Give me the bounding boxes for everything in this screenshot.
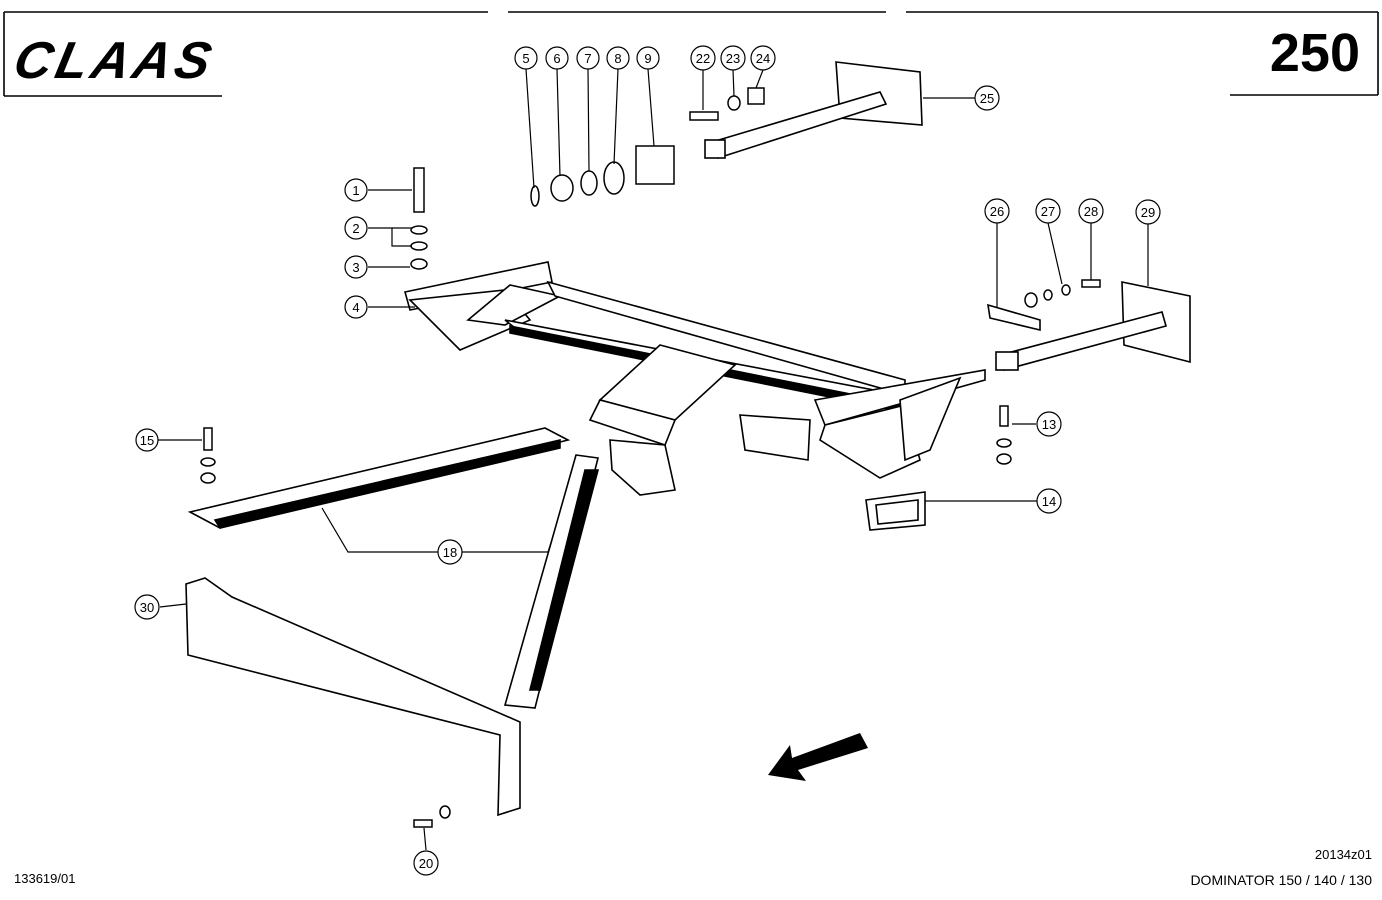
svg-text:25: 25 <box>980 91 994 106</box>
callout-30: 30 <box>134 594 160 620</box>
callout-4: 4 <box>344 295 368 319</box>
svg-text:20: 20 <box>419 856 433 871</box>
strut-18-left <box>187 427 571 529</box>
callout-5: 5 <box>514 46 538 70</box>
svg-text:30: 30 <box>140 600 154 615</box>
callout-24: 24 <box>750 45 776 71</box>
callout-8: 8 <box>606 46 630 70</box>
svg-text:22: 22 <box>696 51 710 66</box>
mounting-tube-25 <box>704 61 923 159</box>
hardware <box>200 87 1101 828</box>
callout-6: 6 <box>545 46 569 70</box>
clamp-bar-26 <box>987 303 1041 332</box>
callout-28: 28 <box>1078 198 1104 224</box>
callout-23: 23 <box>720 45 746 71</box>
claas-logo: CLAAS <box>9 32 220 90</box>
callout-7: 7 <box>576 46 600 70</box>
svg-text:24: 24 <box>756 51 770 66</box>
callout-2: 2 <box>344 216 368 240</box>
bracket-14 <box>865 491 926 531</box>
svg-text:9: 9 <box>644 51 651 66</box>
svg-text:5: 5 <box>522 51 529 66</box>
callout-18: 18 <box>437 539 463 565</box>
brand-wordmark: CLAAS <box>9 32 220 90</box>
svg-text:8: 8 <box>614 51 621 66</box>
callout-15: 15 <box>135 428 159 452</box>
svg-text:27: 27 <box>1041 204 1055 219</box>
svg-text:26: 26 <box>990 204 1004 219</box>
svg-text:18: 18 <box>443 545 457 560</box>
drawing-code: 133619/01 <box>14 871 76 886</box>
callout-27: 27 <box>1035 198 1061 224</box>
mounting-tube-29 <box>995 281 1191 371</box>
svg-text:13: 13 <box>1042 417 1056 432</box>
page-number: 250 <box>1269 23 1360 83</box>
angle-rail-30 <box>185 577 521 817</box>
callout-20: 20 <box>413 850 439 876</box>
callout-26: 26 <box>984 198 1010 224</box>
callout-25: 25 <box>974 85 1000 111</box>
callout-13: 13 <box>1036 411 1062 437</box>
main-frame <box>404 261 986 496</box>
svg-text:7: 7 <box>584 51 591 66</box>
svg-text:4: 4 <box>352 300 359 315</box>
svg-text:3: 3 <box>352 260 359 275</box>
callout-1: 1 <box>344 178 368 202</box>
svg-text:28: 28 <box>1084 204 1098 219</box>
leader-lines <box>158 68 1149 851</box>
figure-code: 20134z01 <box>1314 847 1372 862</box>
svg-text:2: 2 <box>352 221 359 236</box>
callout-9: 9 <box>636 46 660 70</box>
svg-text:6: 6 <box>553 51 560 66</box>
svg-text:23: 23 <box>726 51 740 66</box>
callout-22: 22 <box>690 45 716 71</box>
svg-text:15: 15 <box>140 433 154 448</box>
callout-3: 3 <box>344 255 368 279</box>
svg-text:14: 14 <box>1042 494 1056 509</box>
callout-14: 14 <box>1036 488 1062 514</box>
svg-text:1: 1 <box>352 183 359 198</box>
strut-18-right <box>503 454 600 709</box>
callout-29: 29 <box>1135 199 1161 225</box>
callouts: 1 2 3 4 5 6 7 8 9 13 14 15 18 20 22 23 2… <box>134 45 1161 876</box>
svg-text:29: 29 <box>1141 205 1155 220</box>
model-label: DOMINATOR 150 / 140 / 130 <box>1190 872 1372 888</box>
direction-arrow <box>768 733 868 781</box>
